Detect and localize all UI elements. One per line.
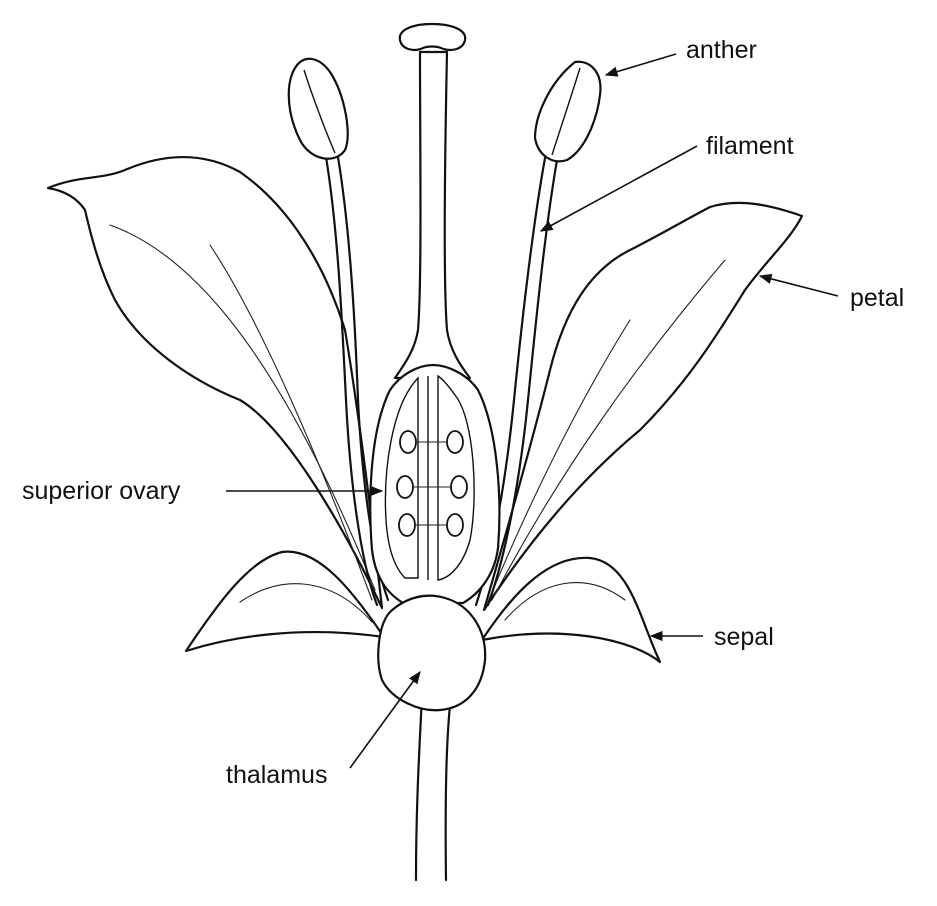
- stigma: [398, 22, 467, 51]
- petal-left: [46, 156, 384, 610]
- labels: anther filament petal superior ovary sep…: [22, 36, 904, 789]
- sepal-left: [184, 550, 386, 653]
- ovule: [446, 430, 464, 454]
- style: [393, 50, 472, 380]
- ovule: [399, 430, 417, 454]
- leader-lines: [226, 53, 839, 769]
- thalamus-arrow: [349, 670, 421, 769]
- label-filament: filament: [706, 132, 794, 160]
- ovule: [398, 513, 416, 537]
- ovule: [450, 475, 468, 499]
- label-sepal: sepal: [714, 623, 774, 651]
- petal-right: [482, 201, 804, 612]
- label-superior-ovary: superior ovary: [22, 477, 181, 505]
- filament-arrow: [539, 145, 698, 232]
- sepal-right: [480, 556, 662, 664]
- label-petal: petal: [850, 284, 904, 312]
- label-thalamus: thalamus: [226, 761, 327, 789]
- thalamus: [377, 594, 487, 712]
- petal-arrow: [758, 273, 839, 297]
- label-anther: anther: [686, 36, 757, 64]
- anther-right: [533, 60, 602, 163]
- anther-left: [287, 57, 349, 160]
- ovules: [396, 430, 468, 537]
- anther-arrow: [604, 53, 677, 77]
- ovule: [396, 475, 414, 499]
- stem: [414, 693, 453, 882]
- ovule: [446, 513, 464, 537]
- superior-ovary: [369, 363, 501, 605]
